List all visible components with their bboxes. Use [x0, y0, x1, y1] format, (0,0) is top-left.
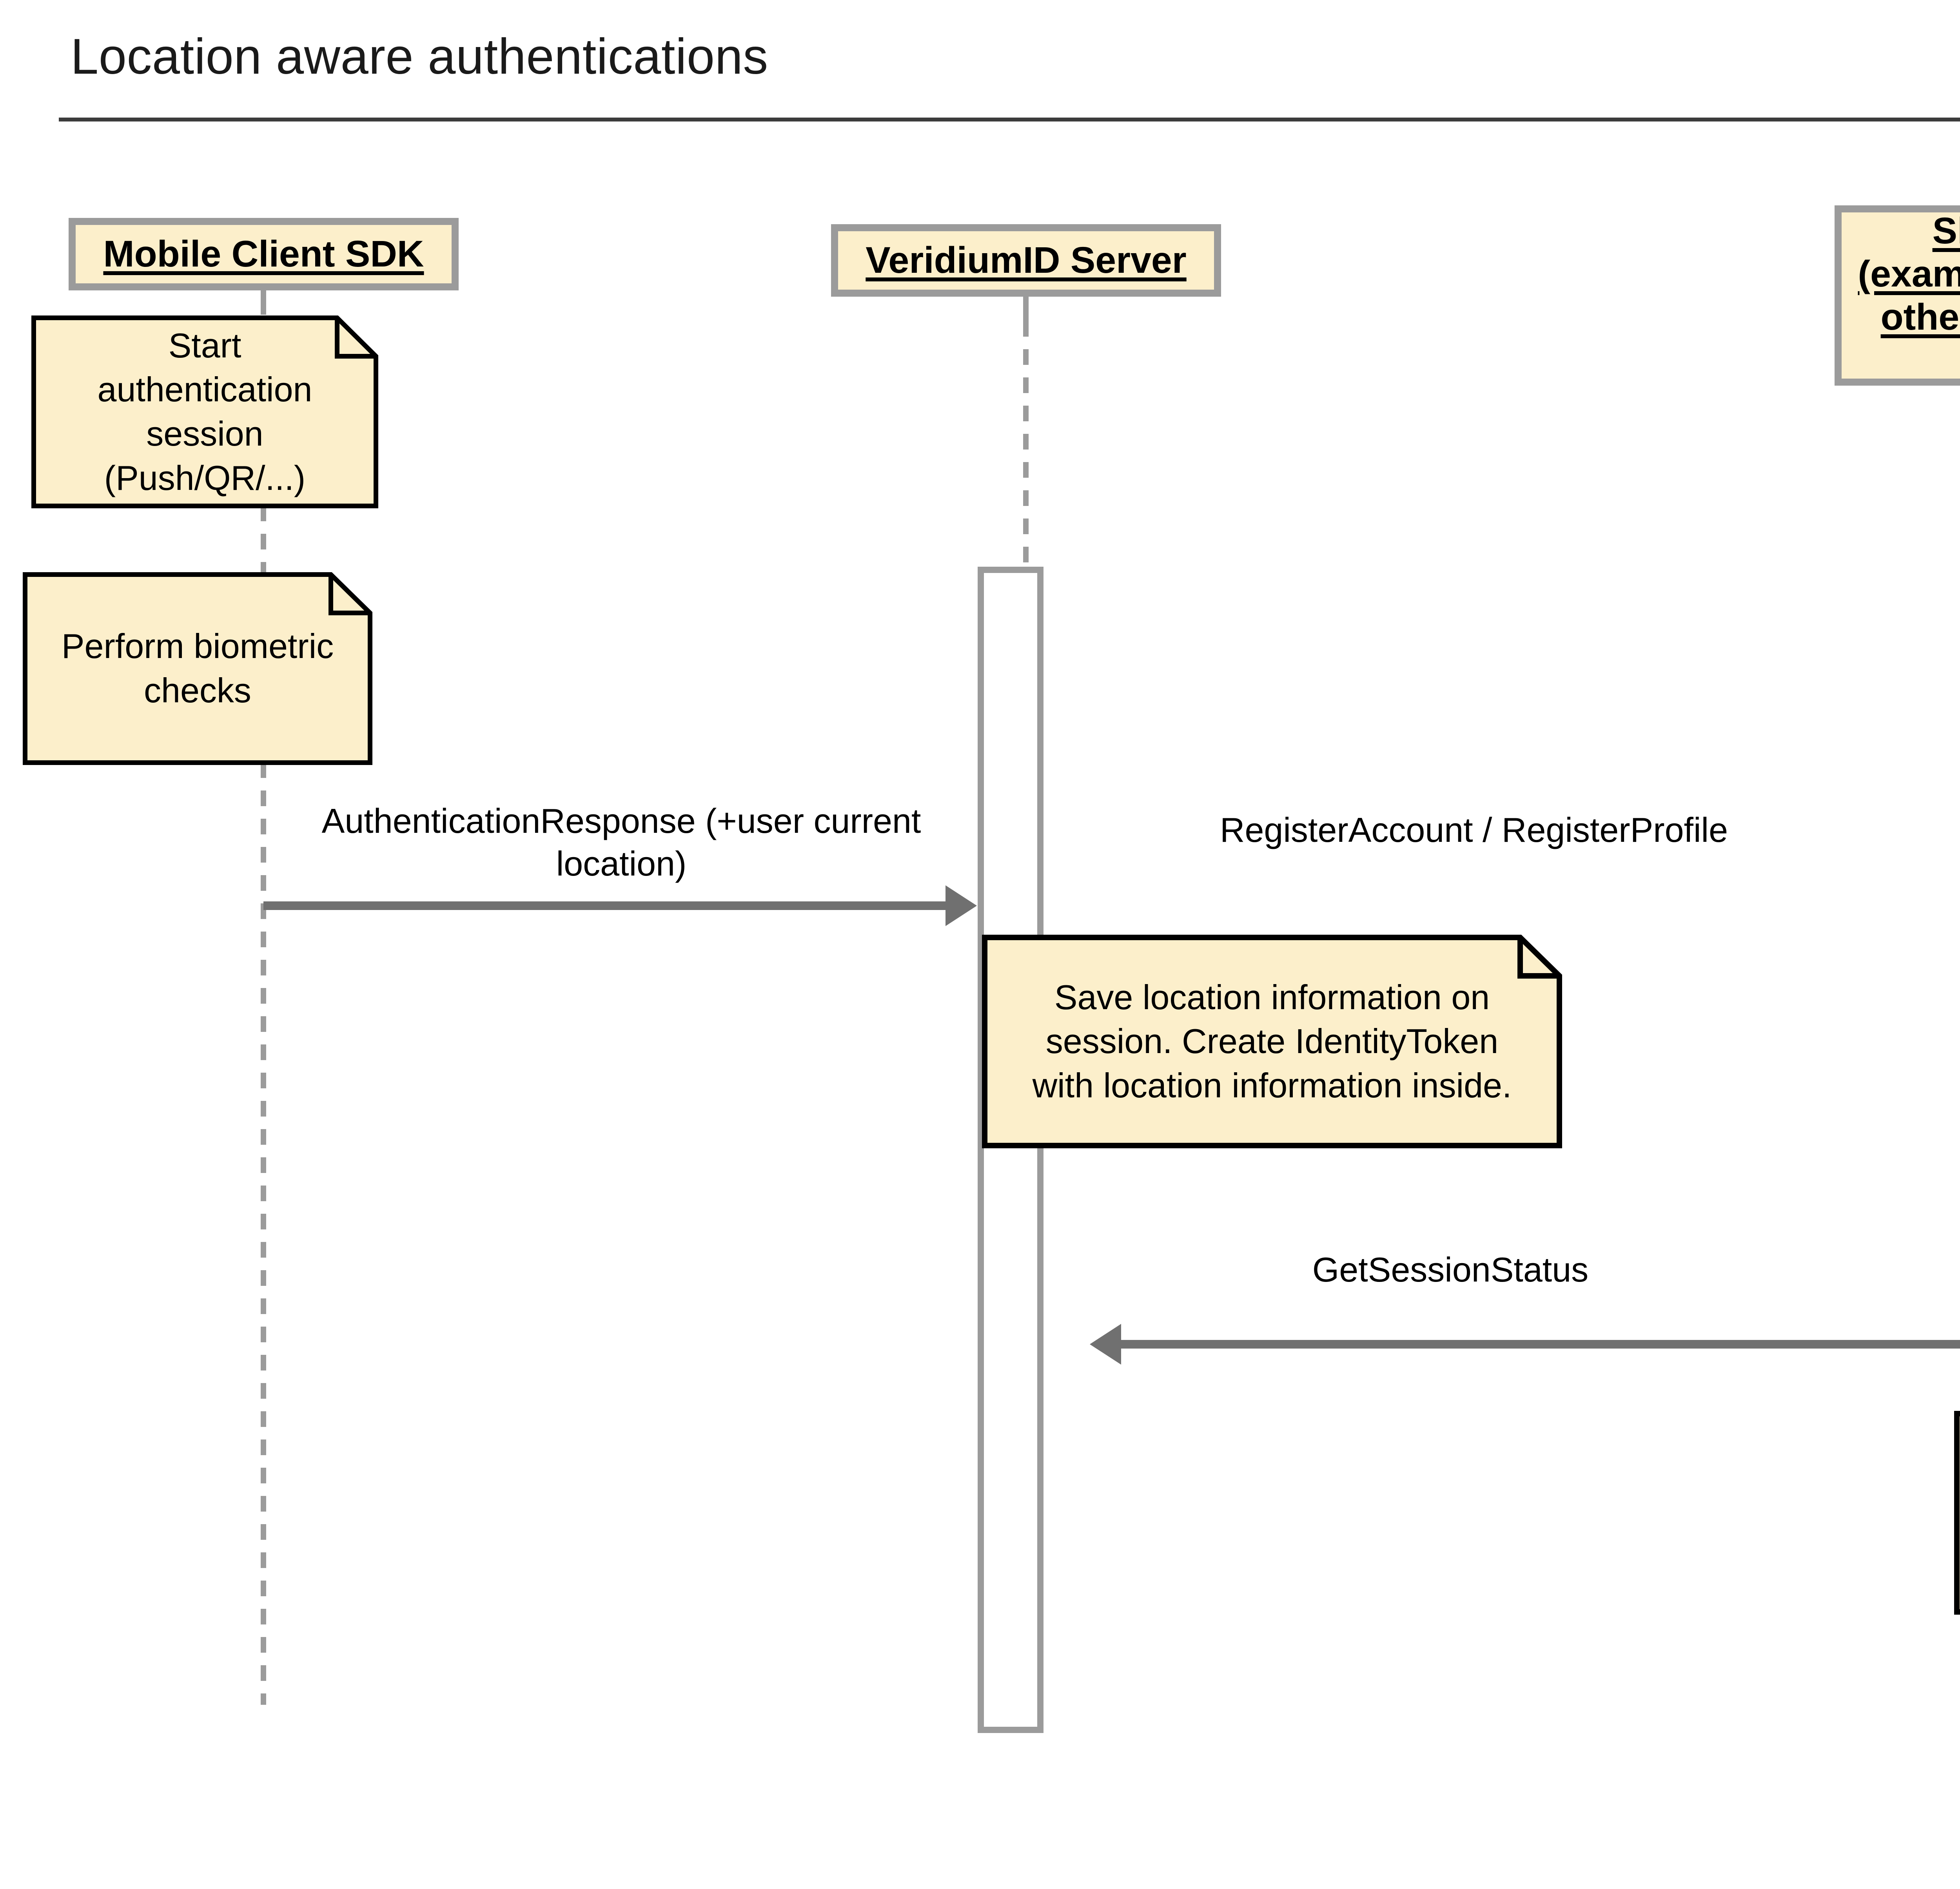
title-divider [59, 118, 1960, 121]
lifeline-line-veridiumid-server [1023, 321, 1029, 568]
lifeline-header-veridiumid-server[interactable]: VeridiumID Server [831, 224, 1221, 297]
lifeline-stub-veridiumid-server [1023, 297, 1029, 321]
note-text-perform-biometric-checks: Perform biometric checks [61, 627, 334, 710]
message-label-get-session-status: GetSessionStatus [1312, 1250, 1589, 1289]
arrow-head-right-icon [946, 885, 977, 926]
note-perform-biometric-checks[interactable]: Perform biometric checks [23, 572, 372, 765]
lifeline-label-shibboleth-line-1: Shibboleth [1932, 210, 1960, 252]
lifeline-header-shibboleth[interactable]: Shibboleth (example. Could be other inte… [1835, 205, 1960, 386]
note-save-location-information[interactable]: Save location information on session. Cr… [982, 935, 1562, 1148]
page-title: Location aware authentications [71, 29, 768, 85]
lifeline-header-mobile-client-sdk[interactable]: Mobile Client SDK [69, 218, 459, 290]
note-text-save-location-information: Save location information on session. Cr… [1032, 977, 1512, 1105]
lifeline-label-mobile-client-sdk: Mobile Client SDK [103, 233, 424, 275]
message-line-get-session-status [1121, 1340, 1960, 1349]
note-start-auth-session[interactable]: Start authentication session (Push/QR/..… [31, 315, 378, 508]
lifeline-label-shibboleth-line-2: (example. Could be [1858, 253, 1960, 295]
note-add-location-saml[interactable]: Add location information as attributes i… [1954, 1411, 1960, 1615]
message-line-authentication-response [263, 901, 946, 910]
lifeline-line-mobile-client-sdk-lower [261, 762, 266, 1705]
note-shape-icon [982, 935, 1562, 1148]
lifeline-label-shibboleth-line-3: other integration [1880, 296, 1960, 338]
note-shape-icon [23, 572, 372, 765]
note-text-start-auth-session: Start authentication session (Push/QR/..… [97, 326, 312, 497]
note-shape-icon [1954, 1411, 1960, 1615]
lifeline-label-veridiumid-server: VeridiumID Server [866, 239, 1187, 281]
lifeline-line-mobile-client-sdk-mid [261, 506, 266, 574]
message-label-register-account: RegisterAccount / RegisterProfile [1220, 810, 1728, 849]
lifeline-stub-mobile-client-sdk [261, 290, 266, 315]
message-label-authentication-response: AuthenticationResponse (+user current lo… [321, 801, 921, 883]
note-shape-icon [31, 315, 378, 508]
note-text-add-location-saml: Add location information as attributes i… [1954, 1411, 1960, 1615]
arrow-head-left-icon [1090, 1324, 1121, 1365]
activation-bar-veridiumid-server [978, 567, 1044, 1733]
